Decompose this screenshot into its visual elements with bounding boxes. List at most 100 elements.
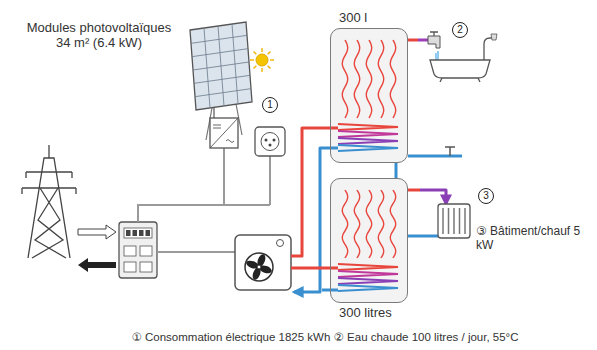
heat-coil bbox=[338, 145, 398, 151]
power-socket bbox=[255, 127, 285, 156]
solar-panel bbox=[190, 22, 252, 110]
solar-panel bbox=[191, 24, 251, 108]
heat-coil bbox=[338, 264, 398, 270]
callout-text: 1 bbox=[263, 98, 277, 112]
power-pylon bbox=[48, 145, 49, 158]
bathtub bbox=[430, 34, 497, 82]
heating-pipe bbox=[294, 148, 338, 292]
heat-waves bbox=[390, 40, 395, 118]
water-tap bbox=[428, 32, 440, 60]
heat-pump bbox=[235, 235, 291, 290]
bathtub bbox=[491, 34, 497, 40]
solar-panel bbox=[193, 62, 249, 70]
heat-waves bbox=[342, 40, 347, 118]
electric-wire bbox=[138, 205, 270, 222]
inverter bbox=[226, 140, 234, 143]
power-socket bbox=[255, 127, 285, 156]
electric-wire bbox=[138, 108, 270, 252]
valve bbox=[445, 147, 455, 156]
component-label: ③ Bâtiment/chauf 5 kW bbox=[476, 224, 594, 252]
radiator bbox=[464, 208, 466, 234]
sun bbox=[261, 48, 262, 52]
electric-wire bbox=[157, 251, 235, 253]
callout-text: 3 bbox=[479, 189, 493, 203]
pipe-connector bbox=[395, 163, 398, 178]
heat-coil bbox=[338, 131, 398, 137]
sun bbox=[268, 66, 271, 69]
radiator bbox=[438, 204, 470, 238]
heat-waves bbox=[378, 40, 383, 118]
radiator bbox=[459, 208, 461, 234]
grid-arrows bbox=[78, 225, 116, 272]
callout-number: 1 bbox=[262, 97, 278, 113]
electric-meter bbox=[126, 230, 150, 236]
power-pylon bbox=[32, 188, 66, 258]
tank-fill bbox=[330, 178, 408, 303]
grid-arrows bbox=[78, 225, 116, 239]
bathtub bbox=[430, 60, 490, 78]
heat-coil bbox=[338, 124, 398, 130]
sun bbox=[254, 66, 257, 69]
water-pipe bbox=[418, 39, 428, 42]
grid-arrows bbox=[78, 258, 116, 272]
electric-meter bbox=[124, 246, 136, 256]
electric-meter bbox=[119, 222, 157, 278]
electric-wire bbox=[223, 148, 225, 205]
heat-waves bbox=[366, 40, 371, 118]
sun bbox=[250, 59, 254, 60]
water-pipe bbox=[408, 235, 438, 238]
heat-pump bbox=[245, 253, 273, 281]
tank-fill bbox=[330, 28, 408, 303]
tank-label: 300 l bbox=[339, 10, 367, 25]
inverter bbox=[210, 118, 238, 148]
heat-coil bbox=[338, 285, 398, 291]
callout-number: 2 bbox=[452, 22, 468, 38]
radiator bbox=[438, 204, 470, 238]
sun bbox=[250, 48, 274, 72]
sun bbox=[256, 54, 268, 66]
tank-fill bbox=[330, 28, 408, 163]
electric-meter bbox=[119, 222, 157, 278]
solar-panel bbox=[192, 49, 248, 57]
electric-meter bbox=[139, 230, 144, 236]
electric-meter bbox=[133, 230, 138, 236]
storage-tank: 300 litres bbox=[330, 178, 408, 303]
sun bbox=[254, 52, 257, 55]
radiator bbox=[442, 208, 444, 234]
heat-waves bbox=[342, 190, 347, 258]
water-pipe bbox=[408, 155, 462, 158]
heat-pump bbox=[257, 265, 261, 269]
power-pylon bbox=[28, 158, 70, 258]
power-pylon bbox=[22, 145, 76, 258]
heat-waves bbox=[354, 190, 359, 258]
water-tap bbox=[428, 36, 440, 48]
heat-waves bbox=[390, 190, 395, 258]
bathtub bbox=[440, 78, 480, 82]
power-pylon bbox=[22, 172, 76, 188]
power-socket bbox=[265, 139, 268, 142]
radiator bbox=[443, 208, 465, 234]
sun bbox=[268, 52, 271, 55]
caption: ① Consommation électrique 1825 kWh ② Eau… bbox=[60, 330, 590, 344]
radiator bbox=[453, 208, 455, 234]
heat-coil bbox=[338, 124, 398, 291]
heat-pump bbox=[245, 253, 273, 281]
heat-coil bbox=[338, 278, 398, 284]
electric-meter bbox=[126, 230, 131, 236]
electric-meter bbox=[124, 228, 152, 238]
inverter bbox=[213, 125, 221, 128]
power-socket bbox=[273, 139, 276, 142]
water-tap bbox=[430, 32, 438, 36]
tank-label: 300 litres bbox=[339, 305, 392, 320]
heat-waves bbox=[354, 40, 359, 118]
heat-pump bbox=[277, 240, 284, 247]
solar-panel bbox=[195, 89, 251, 97]
electric-meter bbox=[140, 262, 152, 272]
water-pipe bbox=[408, 39, 418, 42]
power-socket bbox=[269, 144, 272, 147]
water-pipe bbox=[420, 190, 446, 204]
